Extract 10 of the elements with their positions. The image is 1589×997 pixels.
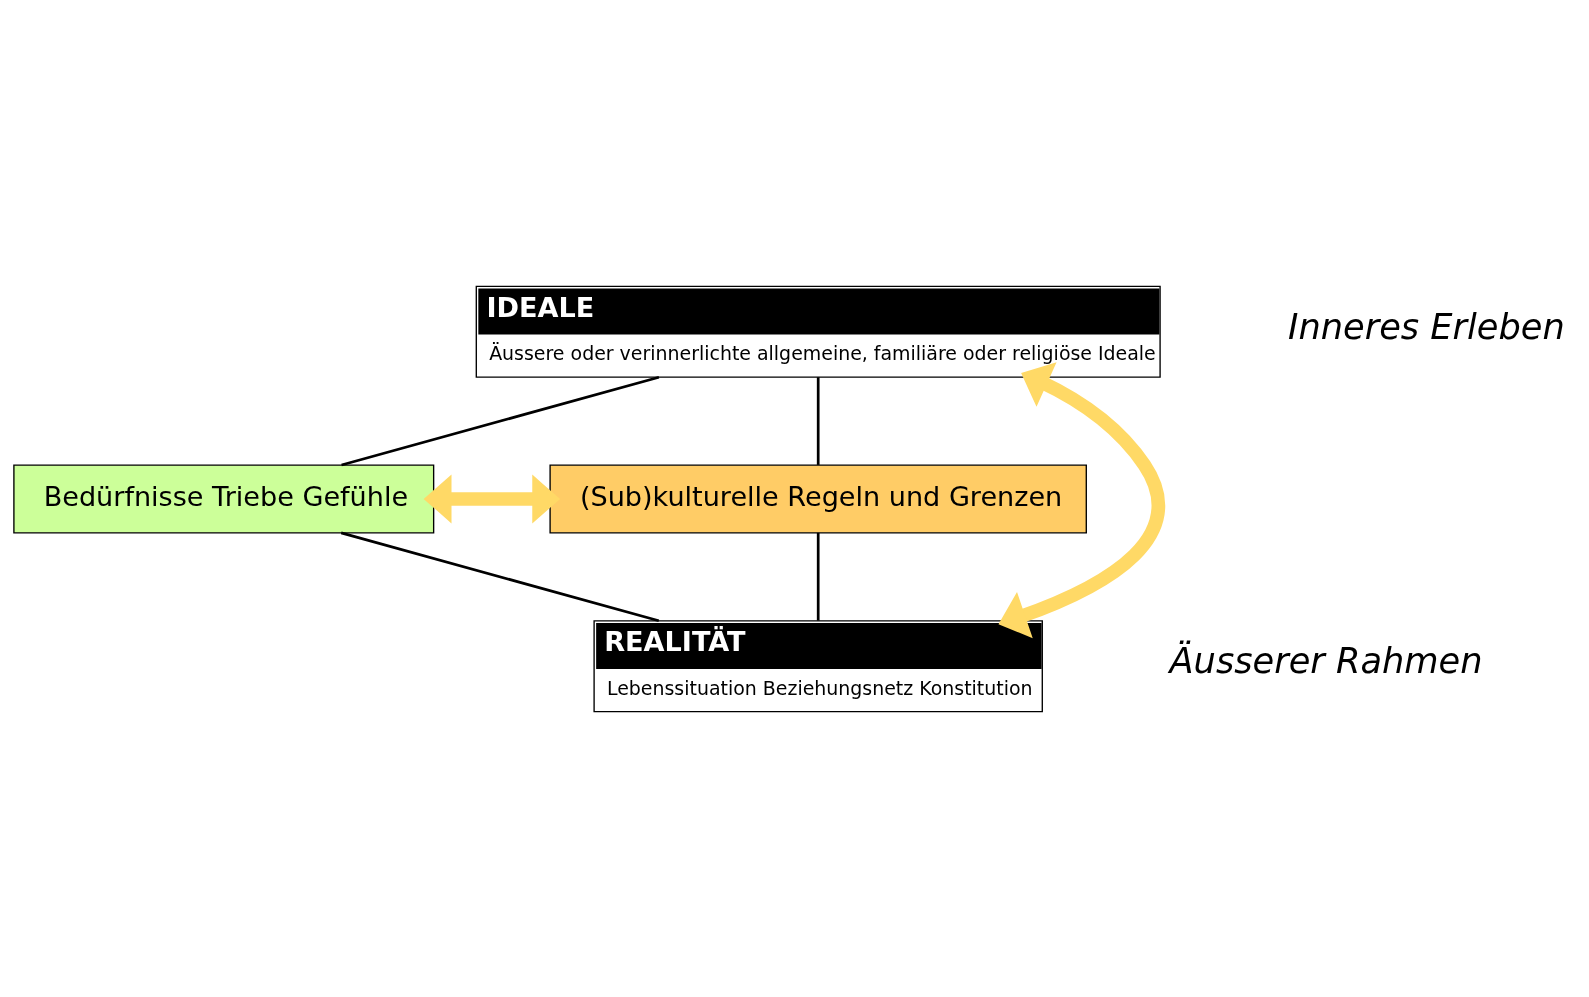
node-box: (Sub)kulturelle Regeln und Grenzen [549,463,1087,534]
connector [816,376,820,465]
label: Inneres Erleben [1288,305,1565,347]
arrow [423,474,561,523]
connector [816,532,820,621]
connector [340,531,660,622]
label: Äusserer Rahmen [1169,639,1483,681]
node-box: Bedürfnisse Triebe Gefühle [13,463,435,534]
arrow [998,361,1165,638]
connector [341,375,660,466]
